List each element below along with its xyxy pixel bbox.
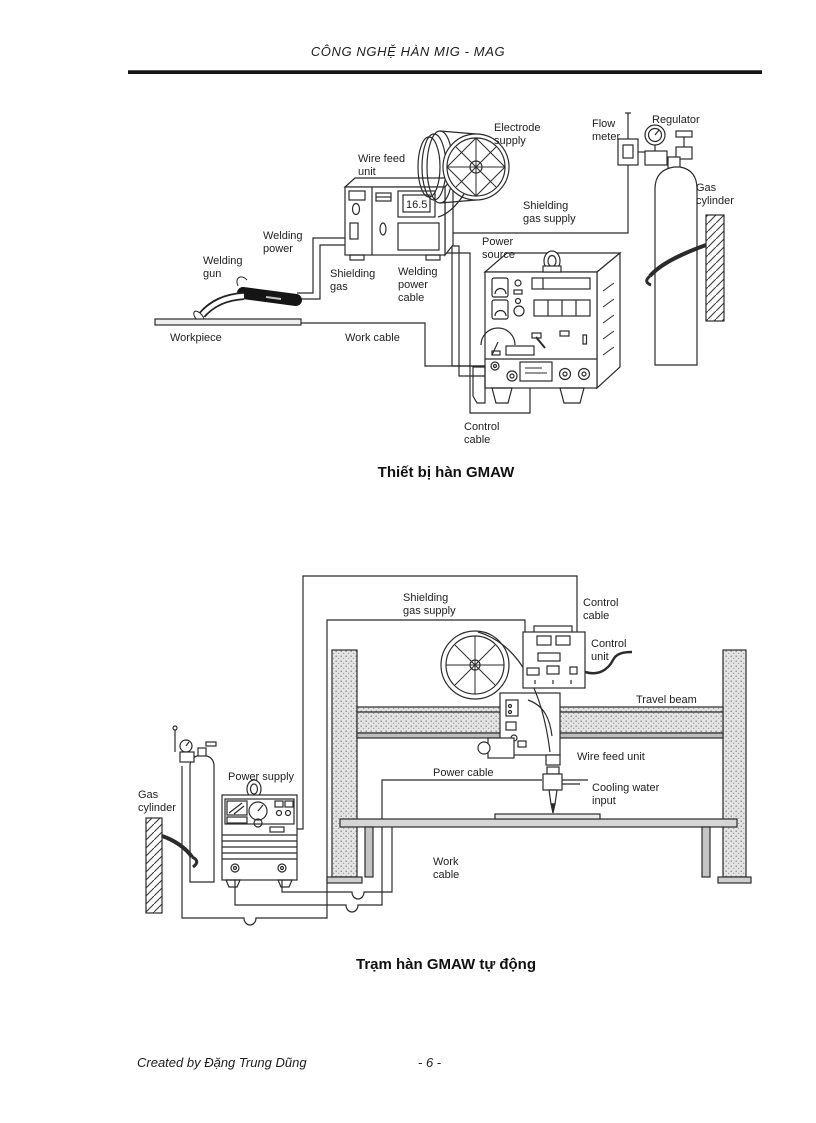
label-power-supply: Power supply xyxy=(228,771,295,783)
control-unit-drawing xyxy=(522,625,633,689)
svg-text:input: input xyxy=(592,795,616,807)
svg-text:gas supply: gas supply xyxy=(523,213,576,225)
figure1-labels: Electrode supply Flow meter Regulator Wi… xyxy=(170,114,734,446)
svg-text:cable: cable xyxy=(398,292,424,304)
page-header-title: CÔNG NGHỆ HÀN MIG - MAG xyxy=(310,44,506,59)
label-regulator: Regulator xyxy=(652,114,700,126)
electrode-spool-drawing xyxy=(417,130,510,218)
svg-text:cylinder: cylinder xyxy=(696,195,734,207)
workpiece-drawing xyxy=(494,813,601,820)
label-welding-power: Welding xyxy=(263,230,303,242)
power-supply-drawing xyxy=(221,779,298,888)
regulator-drawing xyxy=(644,124,693,170)
label-cooling-water-input: Cooling water xyxy=(592,782,660,794)
footer-author: Created by Đặng Trung Dũng xyxy=(137,1055,307,1070)
gas-cylinder-drawing xyxy=(645,166,725,366)
label-power-cable: Power cable xyxy=(433,767,494,779)
svg-text:cable: cable xyxy=(433,869,459,881)
figure1-diagram: 16.5 xyxy=(154,112,734,446)
gas-cylinder-drawing xyxy=(145,725,217,914)
svg-text:supply: supply xyxy=(494,135,526,147)
label-workpiece: Workpiece xyxy=(170,332,222,344)
label-control-cable: Control xyxy=(464,421,499,433)
svg-text:gas supply: gas supply xyxy=(403,605,456,617)
svg-text:meter: meter xyxy=(592,131,620,143)
svg-text:cylinder: cylinder xyxy=(138,802,176,814)
svg-text:gun: gun xyxy=(203,268,221,280)
figure2-labels: Shielding gas supply Control cable Contr… xyxy=(138,592,697,881)
work-table-drawing xyxy=(339,818,738,828)
figure2-diagram: Shielding gas supply Control cable Contr… xyxy=(138,575,752,926)
power-source-drawing xyxy=(472,250,622,404)
label-control-cable: Control xyxy=(583,597,618,609)
label-welding-gun: Welding xyxy=(203,255,243,267)
label-control-unit: Control xyxy=(591,638,626,650)
svg-text:source: source xyxy=(482,249,515,261)
label-travel-beam: Travel beam xyxy=(636,694,697,706)
label-power-source: Power xyxy=(482,236,514,248)
cables-drawing xyxy=(181,575,578,926)
flow-meter-drawing xyxy=(617,112,646,166)
label-flow-meter: Flow xyxy=(592,118,615,130)
figure2-caption: Trạm hàn GMAW tự động xyxy=(355,956,537,973)
figure1-caption: Thiết bị hàn GMAW xyxy=(377,464,515,481)
svg-text:cable: cable xyxy=(464,434,490,446)
svg-text:cable: cable xyxy=(583,610,609,622)
label-shielding-gas-supply: Shielding xyxy=(403,592,448,604)
wall-hatch xyxy=(145,817,163,914)
carriage-torch-drawing xyxy=(477,692,588,814)
svg-text:unit: unit xyxy=(591,651,609,663)
label-gas-cylinder: Gas xyxy=(696,182,717,194)
welding-gun-drawing xyxy=(193,276,302,324)
label-gas-cylinder: Gas xyxy=(138,789,159,801)
svg-text:unit: unit xyxy=(358,166,376,178)
label-electrode-supply: Electrode xyxy=(494,122,540,134)
header-rule xyxy=(128,70,762,74)
workpiece-drawing xyxy=(154,318,302,326)
label-work-cable: Work xyxy=(433,856,459,868)
footer-page-number: - 6 - xyxy=(418,1055,442,1070)
wall-hatch xyxy=(705,214,725,322)
label-wire-feed-unit: Wire feed xyxy=(358,153,405,165)
wire-feed-unit-drawing: 16.5 xyxy=(343,176,455,261)
label-wire-feed-unit: Wire feed unit xyxy=(577,751,645,763)
wire-feed-display: 16.5 xyxy=(406,199,427,211)
label-shielding-gas: Shielding xyxy=(330,268,375,280)
svg-text:gas: gas xyxy=(330,281,348,293)
svg-text:power: power xyxy=(398,279,428,291)
label-work-cable: Work cable xyxy=(345,332,400,344)
svg-text:power: power xyxy=(263,243,293,255)
label-welding-power-cable: Welding xyxy=(398,266,438,278)
label-shielding-gas-supply: Shielding xyxy=(523,200,568,212)
